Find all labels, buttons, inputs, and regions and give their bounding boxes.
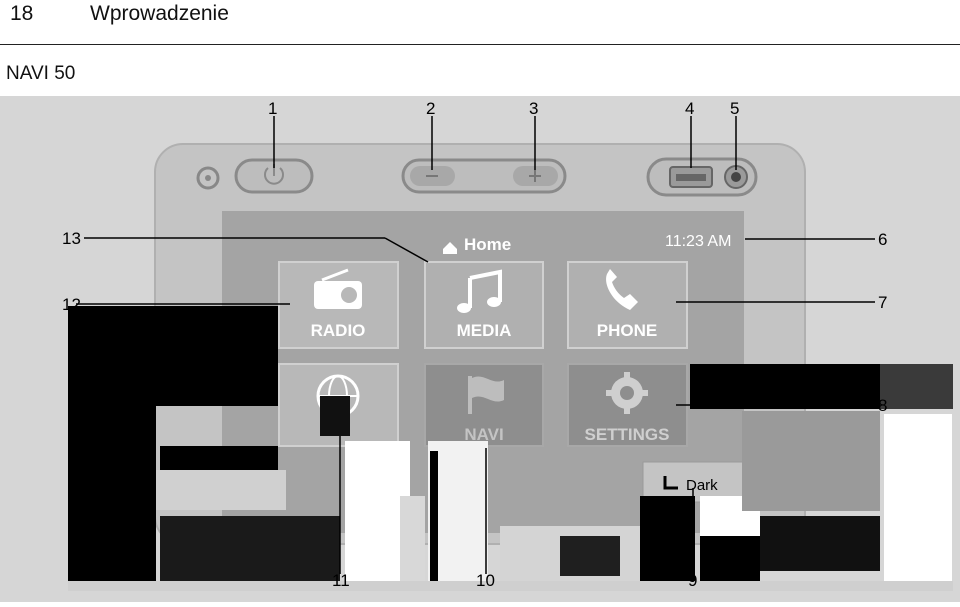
tile-media[interactable]: MEDIA (424, 261, 544, 349)
home-indicator: Home (443, 235, 511, 254)
callout-numbers: 1 2 3 4 5 6 7 8 9 10 11 12 13 (62, 99, 887, 590)
tile-phone[interactable]: PHONE (567, 261, 688, 349)
phone-icon (606, 269, 638, 310)
callout-number: 4 (685, 99, 694, 118)
home-label: Home (464, 235, 511, 254)
scan-artifact-overlay (68, 306, 953, 591)
callout-number: 9 (688, 571, 697, 590)
back-arrow-icon (663, 476, 678, 490)
callout-number: 11 (332, 571, 350, 590)
device-illustration: Home 11:23 AM RADIO MEDIA (0, 96, 960, 602)
reset-icon[interactable] (196, 166, 220, 190)
volume-rocker[interactable] (401, 158, 567, 194)
callout-number: 1 (268, 99, 277, 118)
page-number: 18 (10, 2, 34, 25)
callout-number: 12 (62, 295, 81, 314)
tile-label: PHONE (597, 321, 657, 340)
callout-number: 6 (878, 230, 887, 249)
device-figure-svg: Home 11:23 AM RADIO MEDIA (0, 96, 960, 602)
back-button-label: Dark (686, 477, 718, 494)
tile-radio[interactable]: RADIO (278, 261, 399, 349)
callout-number: 7 (878, 293, 887, 312)
tile-label: NAVI (464, 425, 503, 444)
home-icon (443, 242, 457, 254)
tile-label: SETTINGS (584, 425, 669, 444)
music-note-icon (457, 269, 502, 313)
flag-icon (468, 376, 504, 414)
section-title: NAVI 50 (6, 63, 76, 84)
tile-label: RADIO (311, 321, 366, 340)
power-button[interactable] (234, 158, 314, 194)
radio-icon (314, 268, 362, 309)
chapter-title: Wprowadzenie (90, 2, 229, 25)
gear-icon (606, 372, 648, 414)
callout-number: 13 (62, 229, 81, 248)
page-header: 18 Wprowadzenie (0, 0, 960, 45)
callout-leader-lines (76, 116, 875, 574)
tile-navi[interactable]: NAVI (424, 363, 544, 447)
callout-number: 3 (529, 99, 538, 118)
callout-number: 8 (878, 396, 887, 415)
usb-aux-panel (646, 157, 758, 197)
clock-readout: 11:23 AM (665, 233, 731, 250)
callout-number: 2 (426, 99, 435, 118)
callout-number: 10 (476, 571, 495, 590)
tile-settings[interactable]: SETTINGS (567, 363, 688, 447)
power-icon (264, 167, 284, 185)
tile-label: MEDIA (457, 321, 512, 340)
callout-number: 5 (730, 99, 739, 118)
